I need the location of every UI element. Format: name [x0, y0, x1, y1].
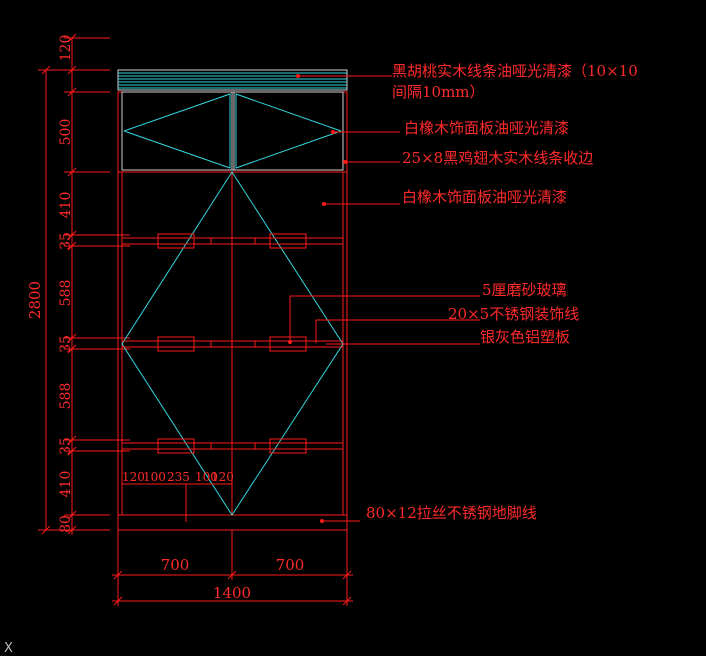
detail-dimensions: 120 100 235 100 120 — [122, 470, 234, 522]
label-upper-panel: 白橡木饰面板油哑光清漆 — [404, 119, 569, 137]
walnut-strip — [117, 69, 348, 91]
glass-diamond — [121, 171, 344, 516]
vertical-dimension-labels: 2800 120 500 410 35 588 35 588 35 410 80 — [26, 35, 74, 533]
horizontal-dimension-lines — [112, 530, 353, 606]
dim-seg-4: 35 — [58, 232, 74, 250]
stainless-decor-line-2 — [122, 336, 343, 352]
ucs-axis-icon: X — [4, 641, 13, 656]
vertical-dimension-lines — [38, 33, 130, 535]
detail-dim-2: 100 — [143, 470, 166, 484]
label-edge-trim: 25×8黑鸡翅木实木线条收边 — [402, 149, 593, 167]
label-skirting: 80×12拉丝不锈钢地脚线 — [366, 504, 537, 522]
dim-left-half: 700 — [161, 556, 190, 574]
stainless-decor-line-1 — [122, 233, 343, 249]
dim-seg-5: 588 — [58, 280, 74, 307]
label-walnut-strip: 黑胡桃实木线条油哑光清漆（10×10 — [392, 62, 638, 80]
dim-total-height: 2800 — [26, 281, 44, 319]
detail-dim-3: 235 — [167, 470, 190, 484]
dim-seg-6: 35 — [58, 335, 74, 353]
detail-dim-5: 120 — [211, 470, 234, 484]
dim-total-width: 1400 — [213, 584, 251, 602]
label-stainless-line: 20×5不锈钢装饰线 — [448, 305, 579, 323]
dim-seg-10: 80 — [58, 515, 74, 533]
label-glass: 5厘磨砂玻璃 — [482, 281, 567, 299]
detail-dim-4: 100 — [195, 470, 218, 484]
upper-panel — [121, 91, 344, 171]
material-labels: 黑胡桃实木线条油哑光清漆（10×10 间隔10mm） 白橡木饰面板油哑光清漆 2… — [366, 62, 638, 522]
dim-seg-7: 588 — [58, 383, 74, 410]
label-walnut-strip-2: 间隔10mm） — [392, 83, 485, 101]
detail-dim-1: 120 — [122, 470, 145, 484]
label-plastic-board: 银灰色铝塑板 — [480, 328, 570, 346]
leader-lines — [288, 74, 480, 523]
dim-seg-8: 35 — [58, 437, 74, 455]
dim-seg-2: 500 — [58, 119, 74, 146]
dim-seg-9: 410 — [58, 471, 74, 498]
dim-seg-3: 410 — [58, 192, 74, 219]
stainless-decor-line-3 — [122, 438, 343, 454]
dim-seg-1: 120 — [58, 35, 74, 62]
label-main-panel: 白橡木饰面板油哑光清漆 — [402, 188, 567, 206]
dim-right-half: 700 — [276, 556, 305, 574]
